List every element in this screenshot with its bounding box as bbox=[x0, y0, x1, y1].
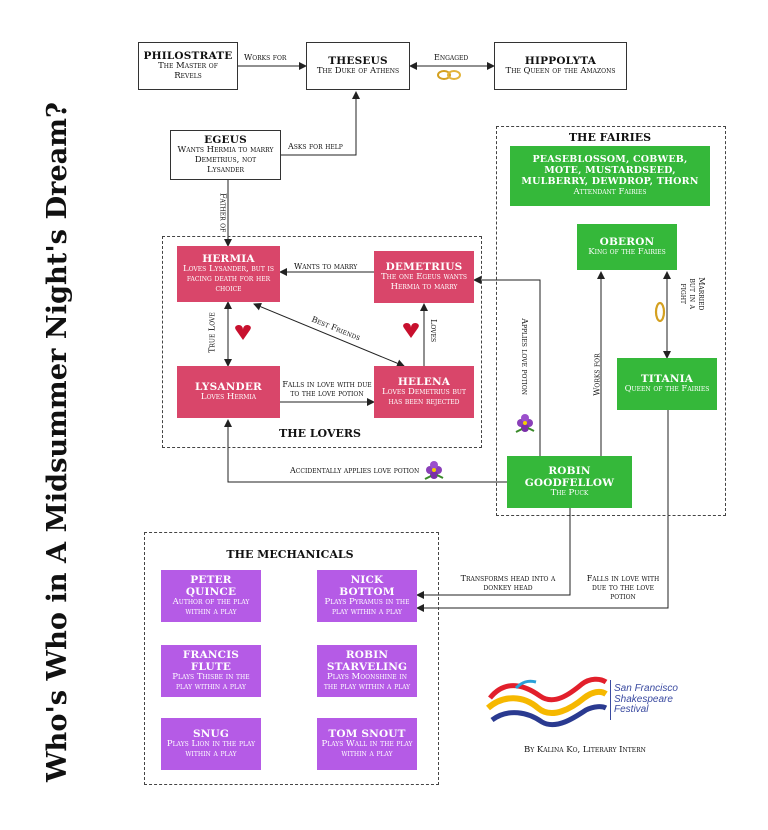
character-desc: Wants Hermia to marry Demetrius, not Lys… bbox=[177, 145, 274, 175]
character-desc: Loves Lysander, but is facing death for … bbox=[182, 264, 275, 294]
character-name: HERMIA bbox=[202, 253, 255, 266]
character-name: PEASEBLOSSOM, COBWEB, MOTE, MUSTARDSEED,… bbox=[521, 153, 699, 187]
logo-line: San Francisco bbox=[614, 683, 678, 694]
character-name: NICK BOTTOM bbox=[339, 574, 395, 599]
character-name: TOM SNOUT bbox=[328, 728, 406, 741]
line-asks-for-help bbox=[281, 91, 360, 156]
character-desc: Loves Hermia bbox=[200, 392, 257, 403]
label-works-for: Works for bbox=[244, 53, 287, 62]
label-applies-love-potion: Applies love potion bbox=[519, 318, 529, 395]
label-loves: Loves bbox=[429, 319, 439, 343]
character-desc: Plays Thisbe in the play within a play bbox=[172, 672, 250, 693]
ring-icon bbox=[654, 301, 666, 323]
character-desc: Queen of the Fairies bbox=[624, 384, 710, 395]
character-desc: The one Egeus wants Hermia to marry bbox=[380, 272, 468, 293]
label-asks-for-help: Asks for help bbox=[288, 142, 343, 151]
character-name: TITANIA bbox=[640, 373, 694, 386]
wedding-rings-icon bbox=[437, 70, 461, 80]
character-name: OBERON bbox=[599, 236, 655, 249]
character-desc: Plays Wall in the play within a play bbox=[321, 739, 413, 760]
character-name: ROBIN STARVELING bbox=[326, 649, 408, 674]
group-mechanicals-label: THE MECHANICALS bbox=[226, 548, 354, 561]
character-francis-flute: FRANCIS FLUTE Plays Thisbe in the play w… bbox=[161, 645, 261, 697]
character-desc: The Master of Revels bbox=[158, 61, 218, 82]
group-fairies-label: THE FAIRIES bbox=[568, 131, 652, 144]
character-theseus: THESEUS The Duke of Athens bbox=[306, 42, 410, 90]
label-engaged: Engaged bbox=[434, 53, 469, 62]
character-name: LYSANDER bbox=[195, 381, 262, 394]
group-lovers bbox=[162, 236, 482, 448]
character-robin-starveling: ROBIN STARVELING Plays Moonshine in the … bbox=[317, 645, 417, 697]
character-desc: King of the Fairies bbox=[588, 247, 666, 258]
character-hermia: HERMIA Loves Lysander, but is facing dea… bbox=[177, 246, 280, 302]
character-name: ROBIN GOODFELLOW bbox=[524, 465, 615, 490]
page-title-container: Who's Who in A Midsummer Night's Dream? bbox=[18, 92, 88, 792]
character-lysander: LYSANDER Loves Hermia bbox=[177, 366, 280, 418]
character-titania: TITANIA Queen of the Fairies bbox=[617, 358, 717, 410]
character-desc: The Puck bbox=[550, 488, 589, 499]
label-works-for-oberon: Works for bbox=[592, 353, 602, 396]
label-married-fight: Married but in a fight bbox=[678, 277, 706, 311]
label-falls-in-love: Falls in love with due to the love potio… bbox=[282, 380, 372, 399]
line-best-friends bbox=[253, 302, 405, 368]
character-demetrius: DEMETRIUS The one Egeus wants Hermia to … bbox=[374, 251, 474, 303]
label-wants-to-marry: Wants to marry bbox=[294, 262, 358, 271]
line-transforms bbox=[416, 508, 571, 599]
flower-icon bbox=[424, 461, 444, 480]
page-title-svg: Who's Who in A Midsummer Night's Dream? bbox=[42, 102, 73, 783]
character-attendant-fairies: PEASEBLOSSOM, COBWEB, MOTE, MUSTARDSEED,… bbox=[510, 146, 710, 206]
character-hippolyta: HIPPOLYTA The Queen of the Amazons bbox=[494, 42, 627, 90]
label-titania-falls: Falls in love with due to the love potio… bbox=[586, 574, 660, 602]
character-name: THESEUS bbox=[328, 55, 388, 68]
heart-icon bbox=[403, 323, 419, 338]
credit: By Kalina Ko, Literary Intern bbox=[524, 745, 646, 755]
character-name: SNUG bbox=[192, 728, 230, 741]
line-accidentally bbox=[224, 419, 507, 483]
logo-line: Shakespeare bbox=[614, 693, 673, 705]
logo-divider bbox=[610, 680, 611, 720]
character-name: PETER QUINCE bbox=[185, 574, 237, 599]
character-egeus: EGEUS Wants Hermia to marry Demetrius, n… bbox=[170, 130, 281, 180]
logo-line: Festival bbox=[614, 704, 649, 715]
character-name: HELENA bbox=[397, 376, 451, 389]
label-true-love: True Love bbox=[207, 312, 217, 353]
group-lovers-label: THE LOVERS bbox=[279, 427, 361, 440]
character-desc: The Queen of the Amazons bbox=[505, 66, 616, 77]
character-desc: Plays Pyramus in the play within a play bbox=[324, 597, 410, 618]
character-philostrate: PHILOSTRATE The Master of Revels bbox=[138, 42, 238, 90]
page-title: Who's Who in A Midsummer Night's Dream? bbox=[42, 102, 73, 783]
character-desc: Plays Lion in the play within a play bbox=[166, 739, 256, 760]
character-snug: SNUG Plays Lion in the play within a pla… bbox=[161, 718, 261, 770]
label-father-of: Father of bbox=[218, 192, 228, 233]
character-tom-snout: TOM SNOUT Plays Wall in the play within … bbox=[317, 718, 417, 770]
group-fairies bbox=[496, 126, 726, 516]
flower-icon bbox=[515, 414, 535, 433]
heart-icon bbox=[235, 325, 251, 340]
character-desc: Plays Moonshine in the play within a pla… bbox=[323, 672, 411, 693]
line-titania-falls bbox=[416, 410, 669, 612]
character-name: EGEUS bbox=[204, 134, 247, 147]
character-nick-bottom: NICK BOTTOM Plays Pyramus in the play wi… bbox=[317, 570, 417, 622]
character-name: HIPPOLYTA bbox=[524, 55, 597, 68]
character-desc: Loves Demetrius but has been rejected bbox=[382, 387, 466, 408]
logo-text: San Francisco Shakespeare Festival bbox=[614, 683, 678, 716]
character-robin-goodfellow: ROBIN GOODFELLOW The Puck bbox=[507, 456, 632, 508]
character-helena: HELENA Loves Demetrius but has been reje… bbox=[374, 366, 474, 418]
character-desc: Author of the play within a play bbox=[172, 597, 250, 618]
label-transforms-head: Transforms head into a donkey head bbox=[460, 574, 556, 593]
character-peter-quince: PETER QUINCE Author of the play within a… bbox=[161, 570, 261, 622]
character-name: FRANCIS FLUTE bbox=[182, 649, 240, 674]
label-accidentally-applies: Accidentally applies love potion bbox=[290, 466, 420, 475]
character-oberon: OBERON King of the Fairies bbox=[577, 224, 677, 270]
group-mechanicals bbox=[144, 532, 439, 785]
character-desc: The Duke of Athens bbox=[316, 66, 400, 77]
character-desc: Attendant Fairies bbox=[573, 186, 647, 197]
character-name: PHILOSTRATE bbox=[143, 50, 233, 63]
festival-logo-icon bbox=[486, 676, 608, 728]
character-name: DEMETRIUS bbox=[385, 261, 463, 274]
